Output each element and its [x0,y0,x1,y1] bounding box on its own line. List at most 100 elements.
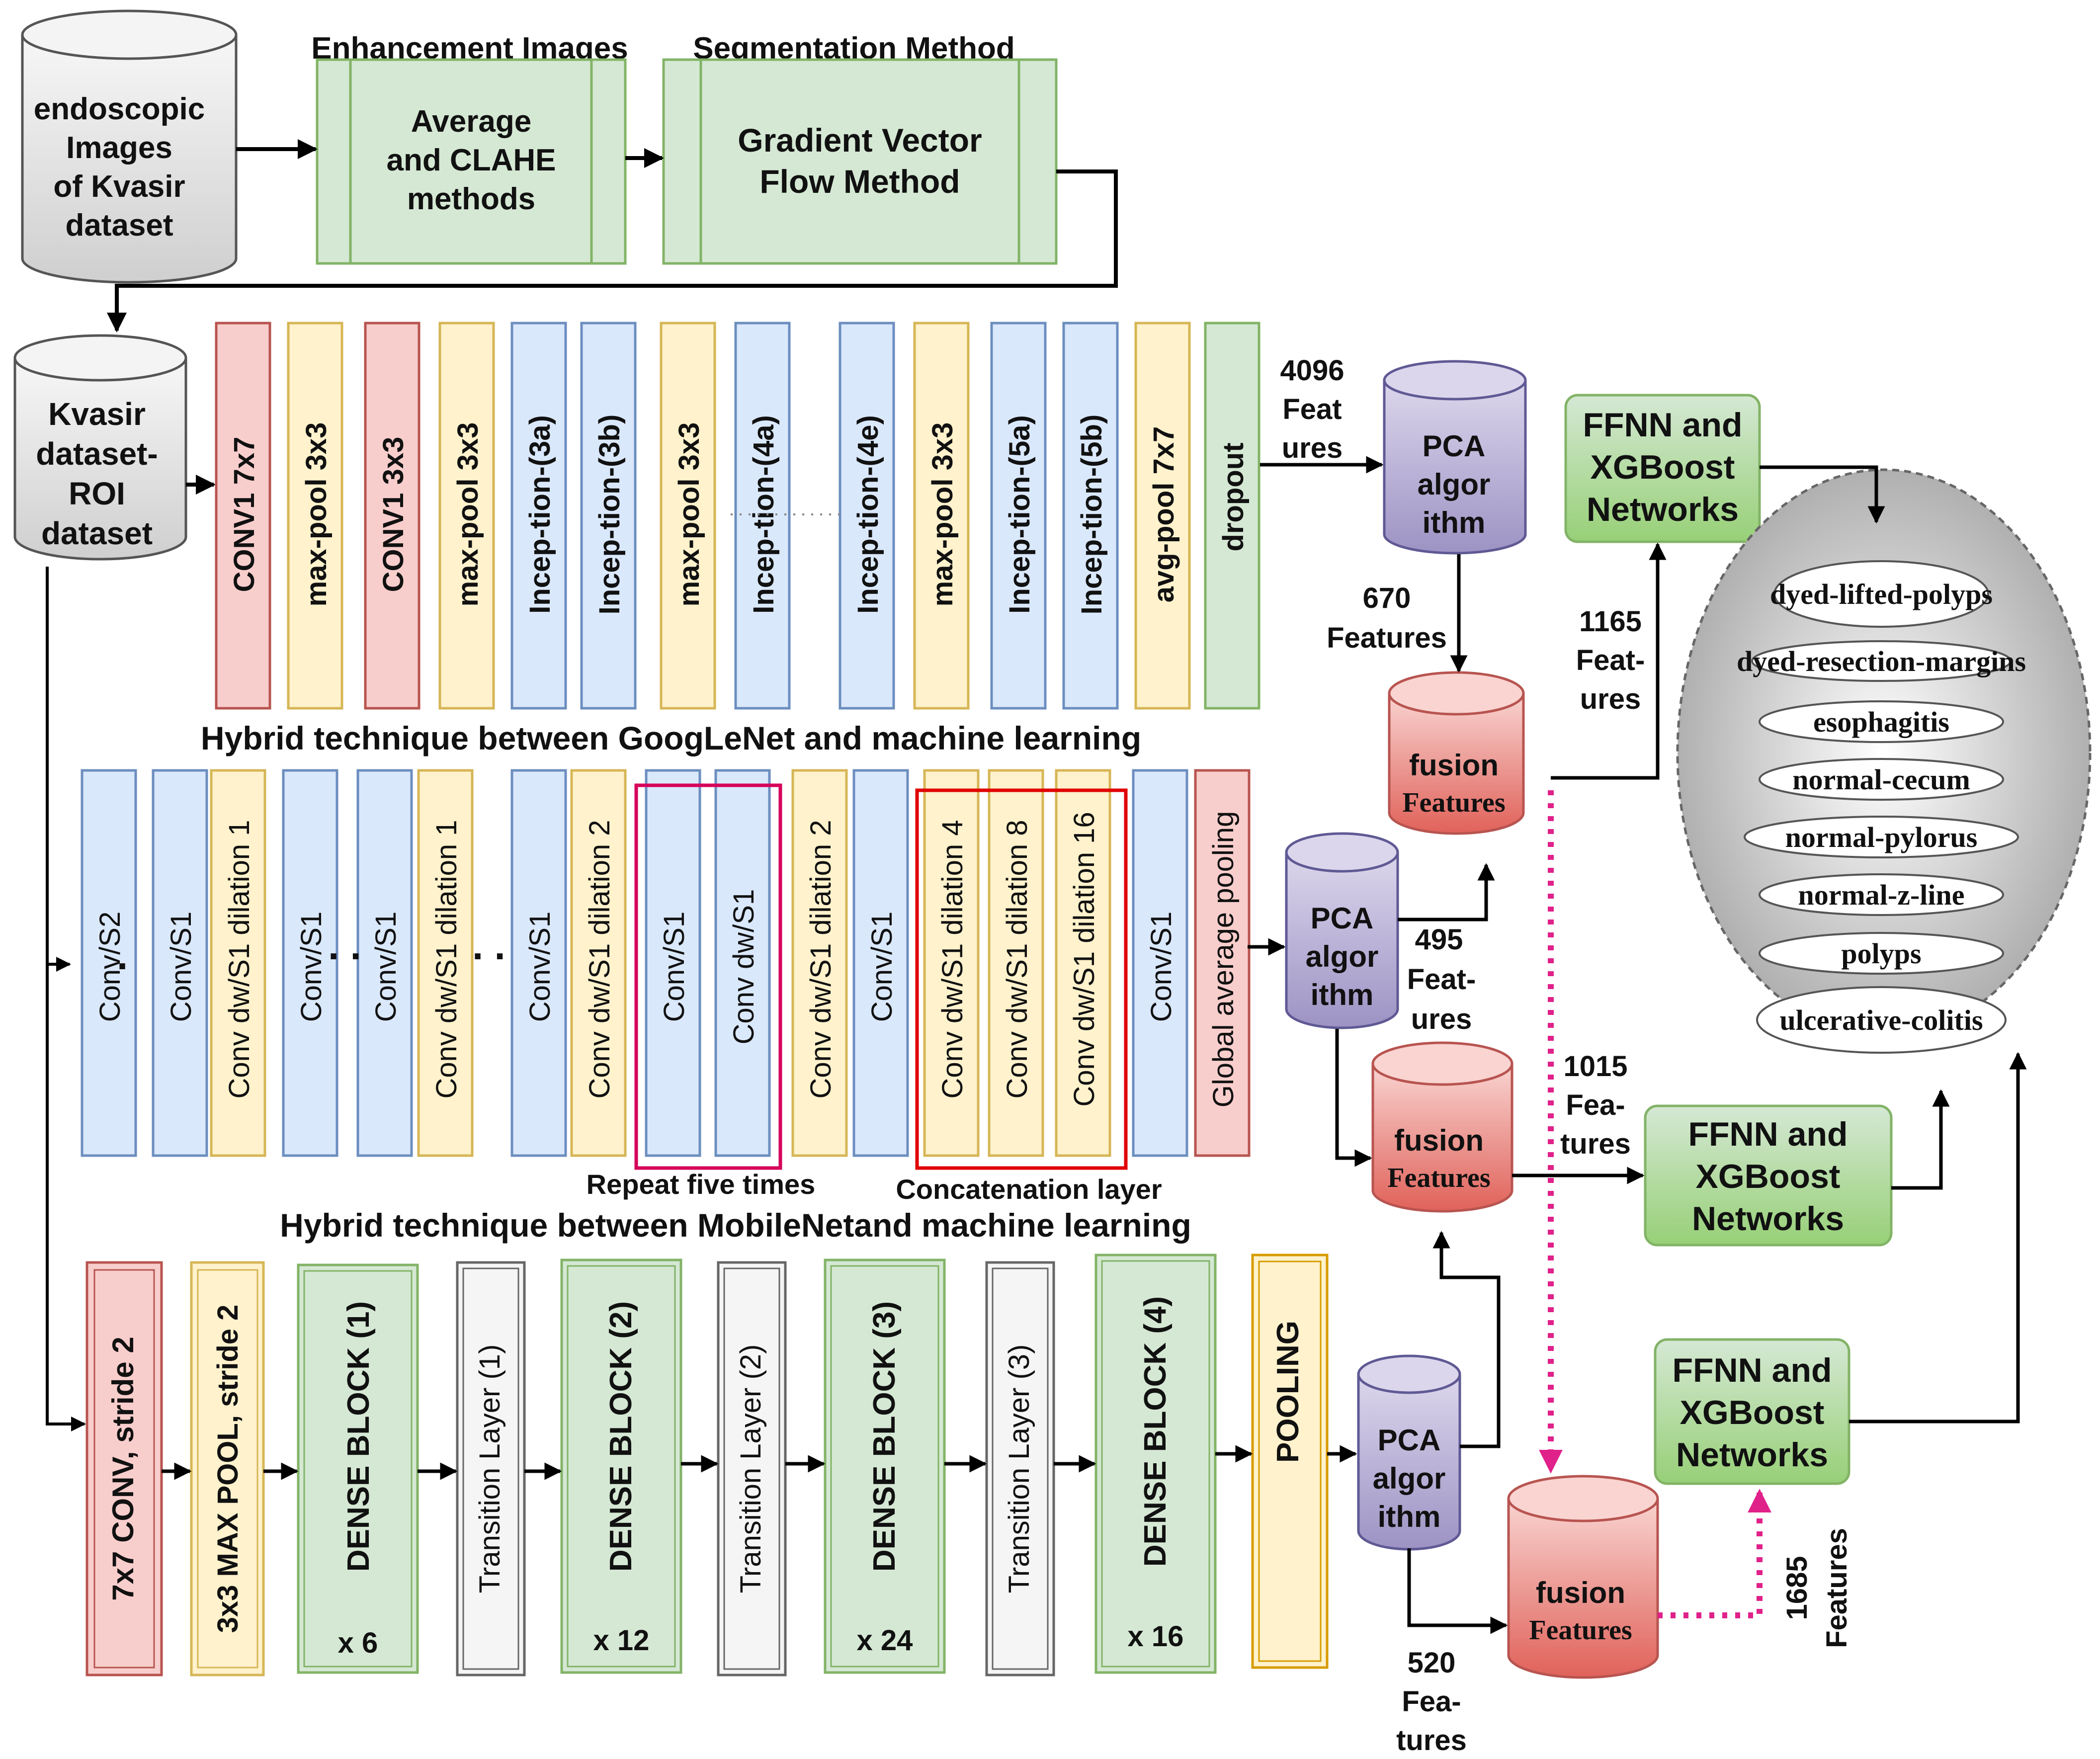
enhancement-box: Average and CLAHE methods [316,58,627,265]
googlenet-layer: Incep-tion-(5b) [1062,322,1119,710]
arrow-classifier-middle-to-classes [1891,1089,1950,1190]
label-1165-line: 1165 [1579,605,1642,638]
mobilenet-layer: Conv dw/S1 dilation 2 [791,769,848,1157]
enhancement-line-1: Average [411,104,531,139]
mobilenet-layer-label: Conv/S1 [295,912,328,1022]
mobilenet-layer: Conv dw/S1 dilation 16 [1055,769,1111,1157]
dn-dense3-label: DENSE BLOCK (3) [867,1301,902,1572]
classifier-middle: FFNN and XGBoost Networks [1644,1104,1893,1247]
label-520-line: 520 [1408,1647,1456,1679]
fusion-line-2: Features [1402,787,1505,818]
dn-trans1-label: Transition Layer (1) [474,1344,506,1593]
googlenet-layer-label: CONV1 7x7 [228,437,260,592]
fusion-bottom: fusion Features [1507,1475,1659,1679]
connectors [1248,456,2027,1634]
enhancement-line-2: and CLAHE [387,143,556,177]
dn-maxpool-label: 3x3 MAX POOL, stride 2 [212,1305,244,1633]
label-520-line: tures [1396,1724,1467,1757]
classifier-line-3: Networks [1587,491,1739,528]
dn-dense1-label: DENSE BLOCK (1) [341,1301,376,1572]
mobilenet-layer-label: Conv dw/S1 dilation 16 [1068,812,1100,1106]
googlenet-layer: Incep-tion-(5a) [990,322,1047,710]
class-label: dyed-resection-margins [1737,645,2026,677]
label-520: 520 Fea- tures [1396,1647,1467,1757]
googlenet-layer-label: Incep-tion-(5b) [1076,415,1108,615]
dn-dense1-mult: x 6 [338,1627,378,1659]
concatenation-bracket [915,788,1128,1170]
fusion-middle: fusion Features [1371,1041,1513,1213]
pca-googlenet: PCA algor ithm [1383,360,1527,555]
mobilenet-layer: Conv/S1 [1132,769,1188,1157]
pca-line-1: PCA [1423,429,1486,463]
mobilenet-layer-label: Conv dw/S1 [728,889,760,1045]
roi-line-3: ROI [69,476,125,511]
dn-dense2-mult: x 12 [593,1624,650,1657]
classifier-line-1: FFNN and [1672,1351,1832,1389]
googlenet-layer: CONV1 3x3 [364,322,420,710]
label-520-line: Fea- [1402,1685,1461,1718]
mobilenet-layer: Conv dw/S1 dilation 2 [570,769,627,1157]
mobilenet-layer-label: Conv/S1 [524,912,556,1022]
arrow-classifier-top-to-classes [1760,465,1885,524]
pca-line-2: algor [1373,1462,1446,1495]
googlenet-layer: max-pool 3x3 [913,322,970,710]
googlenet-layers: CONV1 7x7 max-pool 3x3 CONV1 3x3 max-pool 3… [215,322,1260,710]
label-495-line: Feat- [1407,963,1476,996]
mobilenet-ellipsis-2: . . [328,923,361,968]
segmentation-line-1: Gradient Vector [738,122,982,159]
googlenet-layer-label: max-pool 3x3 [673,422,705,607]
googlenet-layer: avg-pool 7x7 [1134,322,1191,710]
label-4096-line: Feat [1282,393,1342,425]
mobilenet-layer-label: Conv/S1 [866,912,898,1022]
label-1015-line: tures [1560,1128,1631,1160]
mobilenet-layer: Conv/S1 [356,769,413,1157]
class-label: normal-z-line [1798,879,1964,911]
label-1165-line: ures [1580,683,1641,715]
mobilenet-layer: Conv dw/S1 dilation 8 [988,769,1044,1157]
googlenet-layer-label: max-pool 3x3 [926,422,959,607]
googlenet-layer: max-pool 3x3 [287,322,343,710]
dn-conv-label: 7x7 CONV, stride 2 [106,1337,140,1600]
googlenet-layer-label: max-pool 3x3 [452,422,484,607]
dn-dense2-label: DENSE BLOCK (2) [604,1301,638,1572]
class-item: dyed-resection-margins [1737,640,2026,682]
mobilenet-layer: Conv dw/S1 dilation 1 [210,769,266,1157]
class-label: dyed-lifted-polyps [1770,578,1993,610]
mobilenet-caption: Hybrid technique between MobileNetand ma… [280,1207,1191,1244]
mobilenet-ellipsis-3: . . [472,923,505,968]
label-4096-line: 4096 [1280,354,1344,387]
arrow-pca-to-fusion-top-2 [1398,863,1495,921]
pca-line-2: algor [1418,468,1491,501]
label-495-line: ures [1411,1003,1472,1035]
pca-line-1: PCA [1311,902,1374,935]
mobilenet-layer: Conv/S1 [510,769,567,1157]
classifier-line-3: Networks [1692,1200,1844,1238]
class-list: dyed-lifted-polyps dyed-resection-margins… [1737,560,2026,1054]
dn-pooling-label: POOLING [1271,1321,1305,1463]
mobilenet-layer-label: Global average pooling [1207,811,1240,1108]
roi-database: Kvasir dataset- ROI dataset [13,334,187,561]
mobilenet-layer: Conv/S1 [852,769,909,1157]
dn-trans3-label: Transition Layer (3) [1003,1344,1035,1593]
mobilenet-layer: Global average pooling [1194,769,1251,1157]
input-line-4: dataset [65,208,173,243]
pca-line-1: PCA [1378,1424,1441,1457]
pca-mobilenet: PCA algor ithm [1285,832,1399,1029]
mobilenet-layer: Conv dw/S1 dilation 4 [923,769,980,1157]
mobilenet-layer-label: Conv dw/S1 dilation 1 [430,820,463,1099]
label-4096: 4096 Feat ures [1280,354,1344,464]
mobilenet-layer-label: Conv dw/S1 dilation 8 [1001,820,1033,1099]
arrow-pca-to-fusion-middle [1335,1029,1372,1167]
mobilenet-ellipsis-1: . [117,933,128,978]
label-1165-line: Feat- [1576,644,1645,676]
label-670-line: Features [1327,622,1447,654]
class-item: normal-pylorus [1744,816,2019,858]
label-670: 670 Features [1327,582,1447,654]
densenet-layers: 7x7 CONV, stride 2 3x3 MAX POOL, stride … [85,1254,1329,1676]
classifier-line-1: FFNN and [1688,1115,1848,1153]
googlenet-caption: Hybrid technique between GoogLeNet and m… [201,720,1141,756]
input-line-1: endoscopic [34,92,205,126]
concat-label: Concatenation layer [896,1173,1162,1205]
input-line-2: Images [66,131,172,165]
mobilenet-layer: Conv/S2 [81,769,137,1157]
